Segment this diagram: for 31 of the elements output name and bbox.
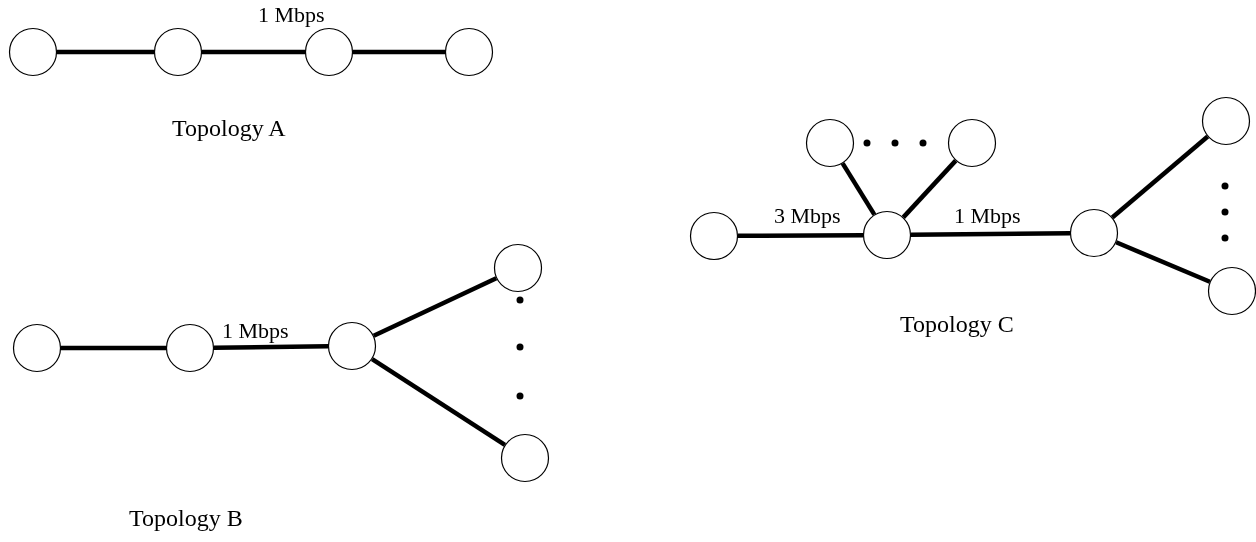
node-circle <box>1201 96 1251 146</box>
node-circle <box>304 27 354 77</box>
link-line <box>202 49 305 55</box>
topology-label: Topology C <box>900 312 1014 336</box>
link-line <box>370 357 507 447</box>
link-line <box>901 159 958 219</box>
link-line <box>372 276 498 338</box>
node-circle <box>327 321 377 371</box>
link-line <box>61 345 166 351</box>
link-line <box>910 231 1071 237</box>
node-circle <box>947 118 997 168</box>
link-line <box>1110 134 1210 220</box>
link-line <box>57 49 154 55</box>
node-circle <box>805 118 855 168</box>
node-circle <box>1069 208 1119 258</box>
node-circle <box>493 243 543 293</box>
node-circle <box>862 210 912 260</box>
link-line <box>840 162 877 216</box>
link-line <box>213 344 329 350</box>
node-circle <box>689 211 739 261</box>
node-circle <box>444 27 494 77</box>
node-circle <box>500 433 550 483</box>
node-circle <box>8 27 58 77</box>
node-circle <box>165 323 215 373</box>
link-line <box>1115 240 1211 284</box>
link-line <box>738 232 863 239</box>
link-line <box>353 49 445 55</box>
topology-label: Topology B <box>129 506 243 530</box>
node-circle <box>12 323 62 373</box>
topology-label: Topology A <box>172 116 286 140</box>
node-circle <box>153 27 203 77</box>
